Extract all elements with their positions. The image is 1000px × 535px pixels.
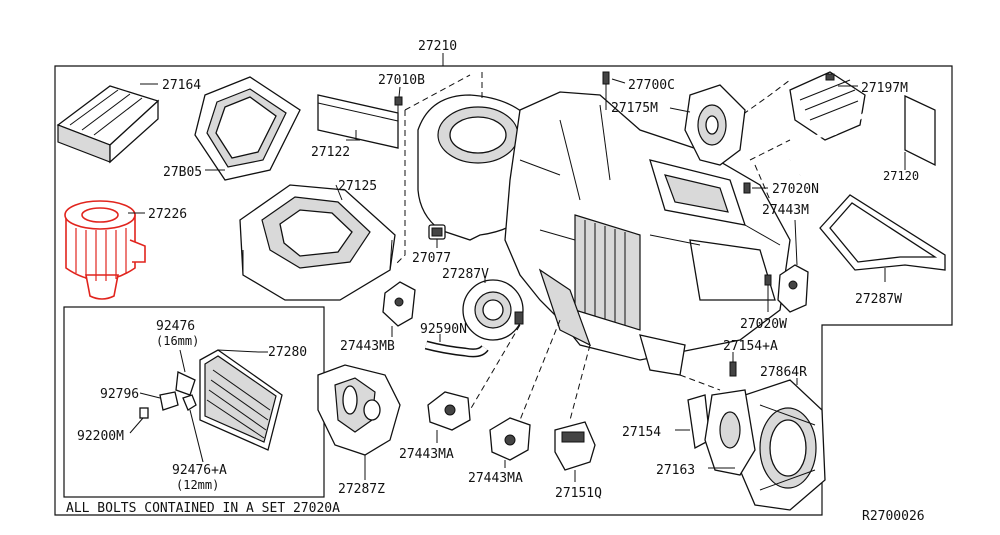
label-27226: 27226 <box>148 207 187 222</box>
actuator-27443MA-a <box>427 391 471 443</box>
label-27287V: 27287V <box>442 267 489 282</box>
seal-27287V <box>462 276 524 341</box>
label-92476-note: (16mm) <box>156 334 199 348</box>
main-frame <box>54 65 953 516</box>
label-92796: 92796 <box>100 387 139 402</box>
label-27077: 27077 <box>412 251 451 266</box>
label-27164: 27164 <box>162 78 201 93</box>
label-27175M: 27175M <box>611 101 658 116</box>
label-27864R: 27864R <box>760 365 807 380</box>
seal-27287W <box>819 194 946 282</box>
pipe-assembly-27120 <box>788 94 936 177</box>
blower-motor-27226 <box>64 200 146 300</box>
hvac-unit-27210 <box>417 91 791 376</box>
label-27280: 27280 <box>268 345 307 360</box>
orings-92476 <box>175 349 196 396</box>
valve-92796 <box>139 391 179 411</box>
label-27443MA-a: 27443MA <box>399 447 454 462</box>
label-27154: 27154 <box>622 425 661 440</box>
oring-92200M <box>129 407 149 434</box>
label-27B05: 27B05 <box>163 165 202 180</box>
footer-note: ALL BOLTS CONTAINED IN A SET 27020A <box>66 501 340 516</box>
actuator-27443MA-b <box>489 417 531 468</box>
screw-27010B <box>394 86 403 113</box>
label-27287W: 27287W <box>855 292 902 307</box>
label-27010B: 27010B <box>378 73 425 88</box>
label-27443MB: 27443MB <box>340 339 395 354</box>
duct-27287Z <box>317 364 401 480</box>
label-92200M: 92200M <box>77 429 124 444</box>
actuator-27443MB <box>382 281 416 337</box>
label-27122: 27122 <box>311 145 350 160</box>
label-27020N: 27020N <box>772 182 819 197</box>
module-27151Q <box>554 421 596 482</box>
orings-92476A <box>182 394 204 463</box>
evaporator-27280 <box>199 349 283 451</box>
diagram-code: R2700026 <box>862 509 925 524</box>
label-27210: 27210 <box>418 39 457 54</box>
label-27120: 27120 <box>883 169 919 183</box>
actuator-27175M <box>669 84 746 166</box>
label-27163: 27163 <box>656 463 695 478</box>
cabin-filter-27164 <box>56 83 160 164</box>
label-27197M: 27197M <box>861 81 908 96</box>
label-27020W: 27020W <box>740 317 787 332</box>
label-27443MA-b: 27443MA <box>468 471 523 486</box>
seal-strip-27122 <box>317 94 399 149</box>
label-27700C: 27700C <box>628 78 675 93</box>
label-92590N: 92590N <box>420 322 467 337</box>
hose-92590N <box>424 334 489 358</box>
actuator-27443M <box>777 219 809 313</box>
gasket-27B05 <box>194 76 301 181</box>
label-92476: 92476 <box>156 319 195 334</box>
label-27125: 27125 <box>338 179 377 194</box>
intake-housing-27125 <box>239 184 396 301</box>
grommet-27077 <box>428 224 446 248</box>
resistor-27197M <box>789 71 866 141</box>
label-92476A: 92476+A <box>172 463 227 478</box>
label-27151Q: 27151Q <box>555 486 602 501</box>
label-27287Z: 27287Z <box>338 482 385 497</box>
clip-27020N <box>743 182 768 194</box>
bolt-27154A <box>729 352 737 377</box>
label-27443M: 27443M <box>762 203 809 218</box>
duct-27163 <box>704 389 756 476</box>
cover-27864R <box>739 378 826 511</box>
clip-27020W <box>764 274 772 312</box>
label-27154A: 27154+A <box>723 339 778 354</box>
label-92476A-note: (12mm) <box>176 478 219 492</box>
sensor-27700C <box>602 71 626 110</box>
